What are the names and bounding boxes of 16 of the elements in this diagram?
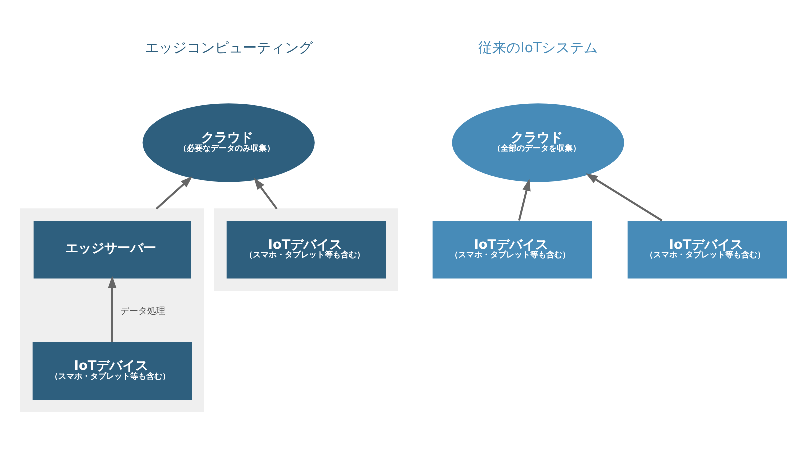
- node-box: エッジサーバー: [34, 220, 192, 278]
- node-box: IoTデバイス （スマホ・タブレット等も含む）: [432, 220, 592, 278]
- arrow: [254, 178, 278, 210]
- node-ellipse: クラウド （必要なデータのみ収集）: [142, 103, 315, 182]
- cluster: [214, 208, 398, 291]
- cluster: [20, 208, 204, 412]
- node-box: IoTデバイス （スマホ・タブレット等も含む）: [32, 342, 192, 400]
- arrow: [108, 276, 117, 342]
- label: エッジコンピューティング: [144, 40, 313, 56]
- arrow: [156, 176, 193, 210]
- node-box: IoTデバイス （スマホ・タブレット等も含む）: [628, 220, 788, 278]
- node-box: IoTデバイス （スマホ・タブレット等も含む）: [226, 220, 386, 278]
- arrow: [518, 178, 531, 220]
- label: 従来のIoTシステム: [478, 40, 598, 56]
- edge-label: データ処理: [120, 306, 166, 316]
- arrow: [586, 172, 663, 222]
